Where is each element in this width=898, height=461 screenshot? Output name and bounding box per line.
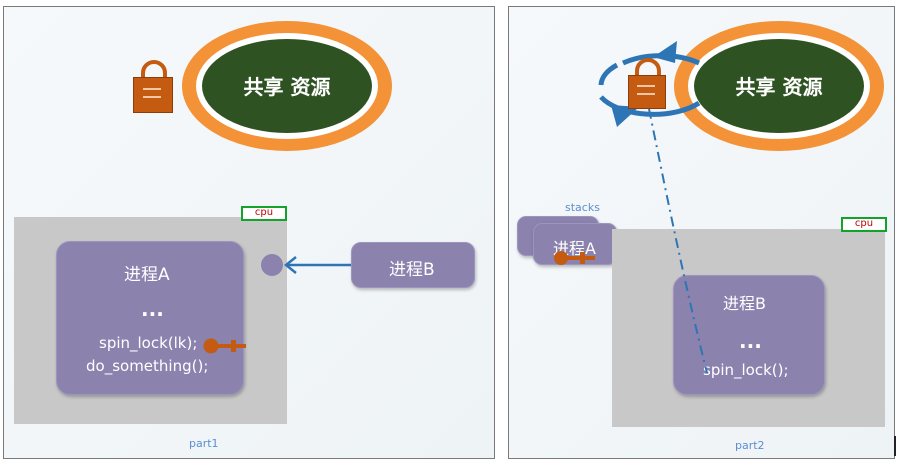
caption-part1: part1	[189, 437, 219, 450]
process-b-box	[673, 275, 825, 395]
shared-resource-label: 共享 资源	[243, 75, 331, 99]
process-a-line2: do_something();	[86, 357, 209, 375]
process-a-name: 进程A	[124, 265, 170, 285]
cpu-tag: cpu	[241, 206, 287, 221]
edge-marker	[894, 436, 896, 456]
caption-part2: part2	[735, 439, 765, 452]
stacks-label: stacks	[565, 201, 600, 214]
process-b-box	[351, 242, 475, 288]
process-b-name: 进程B	[389, 260, 435, 280]
panel-part2: 共享 资源 stacks 进程A cpu 进程B ...	[508, 6, 895, 459]
shared-resource-label: 共享 资源	[735, 75, 823, 99]
process-a-ellipsis: ...	[141, 297, 164, 321]
process-b-ellipsis: ...	[739, 329, 762, 353]
cpu-tag: cpu	[841, 217, 887, 232]
shared-resource-core	[694, 39, 864, 133]
cpu-wait-dot	[261, 254, 283, 276]
shared-resource-core	[202, 39, 372, 133]
process-a-line1: spin_lock(lk);	[99, 334, 198, 352]
process-a-box	[56, 241, 244, 395]
process-b-name: 进程B	[723, 294, 766, 313]
panel-part1: 共享 资源 cpu 进程A ... spin_lock(lk); do_some…	[3, 6, 495, 459]
process-b-line1: spin_lock();	[703, 361, 789, 379]
